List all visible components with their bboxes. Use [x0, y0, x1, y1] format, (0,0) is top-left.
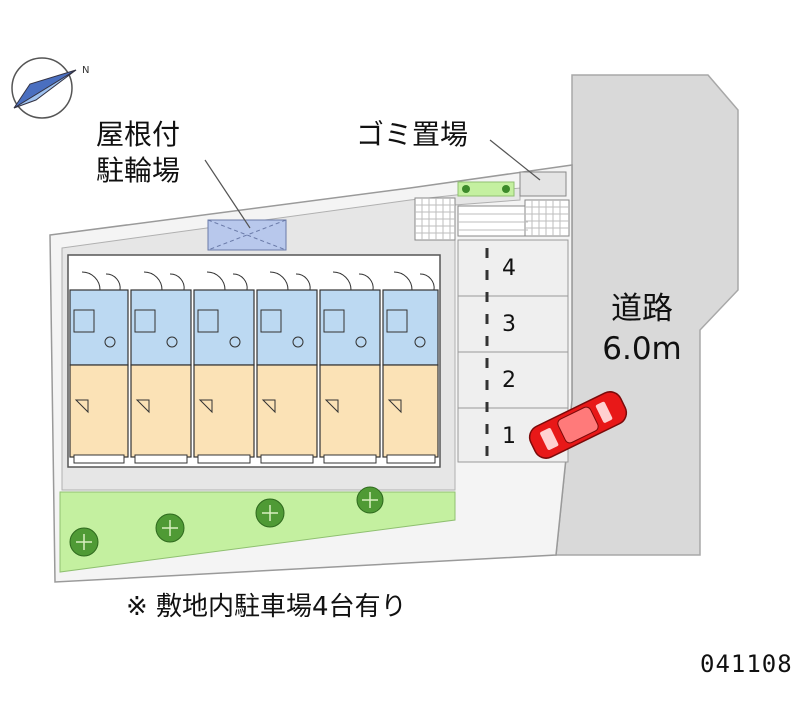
parking-slot-lines	[458, 295, 568, 409]
road-label: 道路	[611, 291, 673, 327]
tree-icon	[69, 486, 384, 557]
balconies	[73, 454, 436, 464]
bike-parking-label-line1: 屋根付	[96, 118, 181, 151]
apartment-units	[69, 289, 439, 458]
car-icon	[528, 391, 628, 459]
parking-note: ※ 敷地内駐車場4台有り	[126, 592, 407, 622]
planter	[457, 181, 515, 197]
tiled-stair-area	[414, 197, 570, 241]
bike-parking-label-line2: 駐輪場	[96, 154, 181, 187]
parking-slot-1: 1	[502, 424, 516, 449]
property-code: 041108	[700, 650, 793, 678]
road-width-label: 6.0m	[602, 331, 682, 367]
north-arrow-icon: N	[11, 57, 89, 119]
garbage-area-label: ゴミ置場	[356, 118, 469, 151]
parking-slot-2: 2	[502, 368, 516, 393]
unit-fixtures	[73, 271, 435, 414]
lawn	[59, 491, 456, 573]
svg-text:N: N	[82, 65, 89, 76]
bike-shelter	[207, 219, 287, 251]
parking-slot-4: 4	[502, 256, 516, 281]
parking-slot-3: 3	[502, 312, 516, 337]
garbage-area	[519, 171, 567, 197]
